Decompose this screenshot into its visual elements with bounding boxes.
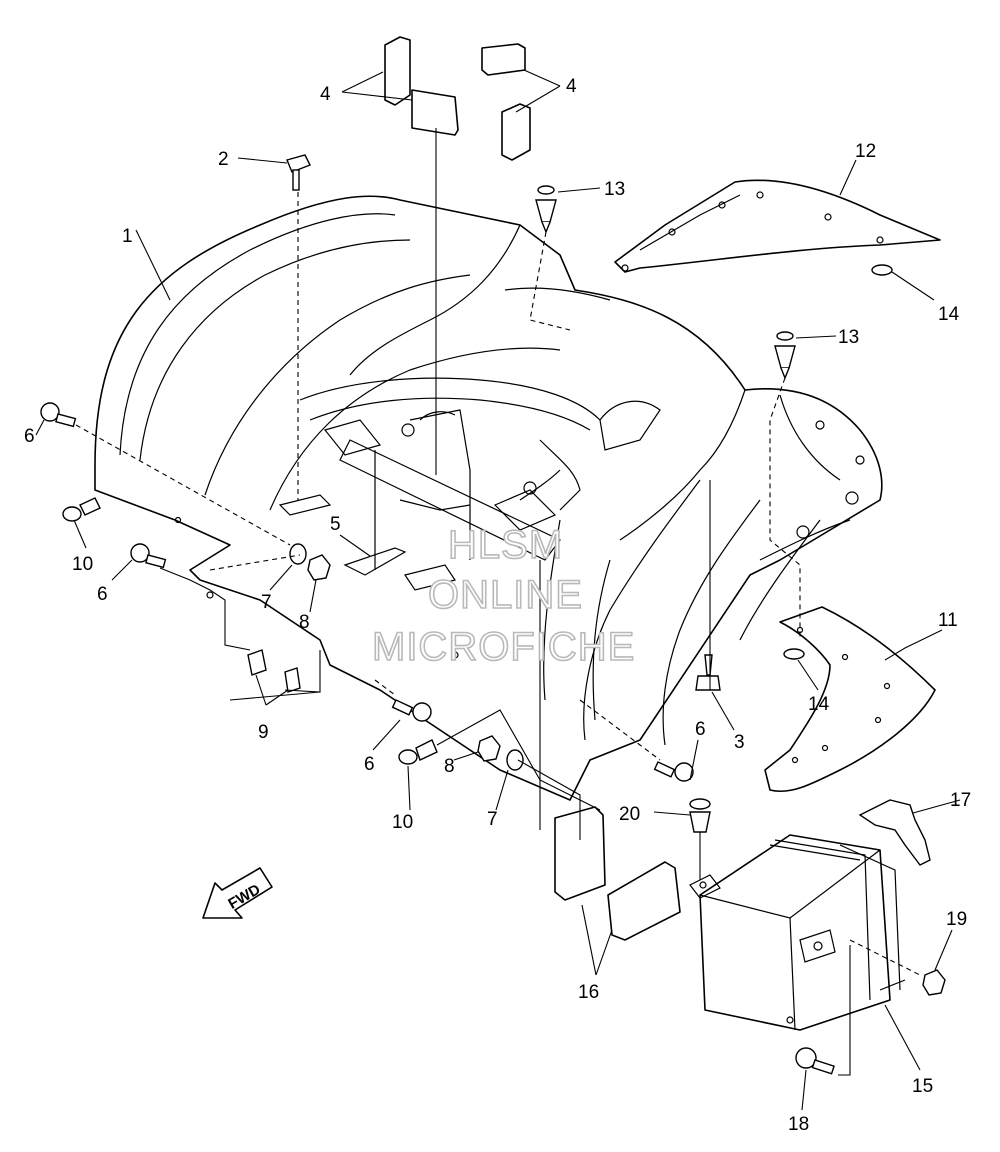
- label-part-10-b: 10: [392, 812, 413, 833]
- label-part-2: 2: [218, 149, 229, 170]
- watermark-line-2: ONLINE: [428, 573, 583, 617]
- washer-14-lower: [783, 648, 805, 660]
- bolt-6-d: [653, 761, 694, 782]
- rivet-13-lower: [774, 331, 796, 380]
- label-part-4-left: 4: [320, 84, 331, 105]
- label-part-10-a: 10: [72, 554, 93, 575]
- rivet-10-b: [398, 739, 438, 765]
- watermark-line-3: MICROFICHE: [372, 625, 635, 669]
- label-part-13-upper: 13: [604, 179, 625, 200]
- rear-fender-body: [94, 195, 883, 801]
- label-part-13-lower: 13: [838, 327, 859, 348]
- inner-frame-bracket: [278, 409, 581, 659]
- washer-7-b: [506, 749, 524, 771]
- bolt-2: [286, 154, 311, 191]
- mud-flap-12: [614, 179, 941, 273]
- rivet-10-a: [62, 497, 101, 522]
- watermark: HLSM ONLINE MICROFICHE: [371, 522, 635, 670]
- label-part-6-d: 6: [695, 719, 706, 740]
- label-part-7-b: 7: [487, 809, 498, 830]
- label-part-16: 16: [578, 982, 599, 1003]
- forward-direction-arrow: FWD: [202, 867, 273, 919]
- pads-4: [384, 36, 531, 161]
- label-part-6-b: 6: [97, 584, 108, 605]
- rivet-13-upper: [535, 185, 557, 234]
- label-part-6-a: 6: [24, 426, 35, 447]
- bolt-18: [795, 1047, 835, 1075]
- label-part-17: 17: [950, 790, 971, 811]
- nut-8-a: [307, 554, 331, 581]
- label-part-6-c: 6: [364, 754, 375, 775]
- bolt-6-a: [40, 402, 77, 428]
- pads-16: [554, 806, 681, 941]
- storage-case-15: [689, 834, 906, 1031]
- washer-7-a: [289, 543, 307, 565]
- label-part-12: 12: [855, 141, 876, 162]
- label-part-14-upper: 14: [938, 304, 960, 325]
- nut-8-b: [477, 735, 501, 762]
- clips-9: [247, 649, 301, 693]
- label-part-9: 9: [258, 722, 269, 743]
- rivet-20: [689, 798, 711, 833]
- label-part-8-a: 8: [299, 612, 310, 633]
- label-part-19: 19: [946, 909, 967, 930]
- hardware-items: [40, 154, 946, 1075]
- label-part-20: 20: [619, 804, 640, 825]
- callout-labels: 4 4 2 1 13 12 14 13 6 10 6 5 7 8 9 11 14…: [24, 76, 971, 1135]
- label-part-11: 11: [938, 610, 958, 631]
- label-part-1: 1: [122, 226, 133, 247]
- bolt-6-b: [130, 543, 167, 569]
- label-part-14-lower: 14: [808, 694, 830, 715]
- label-part-3: 3: [734, 732, 745, 753]
- watermark-line-1: HLSM: [448, 523, 563, 567]
- screw-3: [695, 654, 721, 691]
- pad-5: [343, 547, 407, 576]
- leader-lines: [35, 69, 961, 1111]
- label-part-5: 5: [330, 514, 341, 535]
- label-part-8-b: 8: [444, 756, 455, 777]
- washer-14-upper: [871, 264, 893, 276]
- label-part-18: 18: [788, 1114, 809, 1135]
- mud-flap-11: [764, 606, 936, 793]
- bolt-6-c: [391, 699, 432, 722]
- label-part-15: 15: [912, 1076, 933, 1097]
- installation-lines: [75, 128, 921, 1076]
- bracket-17: [858, 799, 931, 866]
- label-part-4-right: 4: [566, 76, 577, 97]
- nut-19: [922, 969, 946, 996]
- label-part-7-a: 7: [261, 592, 272, 613]
